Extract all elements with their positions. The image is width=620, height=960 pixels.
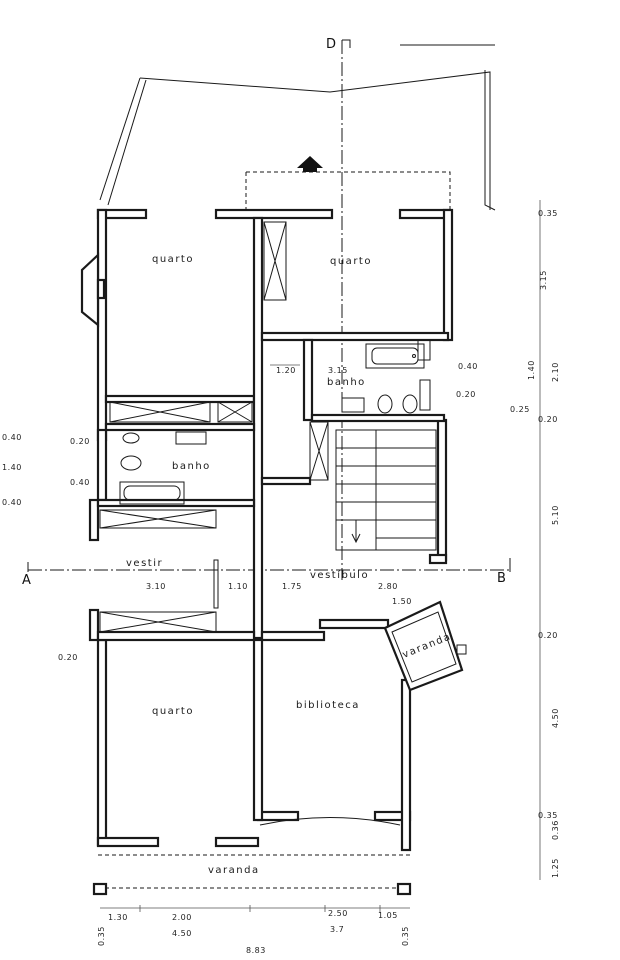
dim-far-040: 0.40: [2, 433, 22, 442]
dim-175: 1.75: [282, 582, 302, 591]
dim-b-370: 3.7: [330, 925, 344, 934]
dim-040-bath: 0.40: [458, 362, 478, 371]
section-line-ab: [27, 558, 511, 572]
dim-b-250: 2.50: [328, 909, 348, 918]
room-label-quarto-bottom: quarto: [152, 706, 194, 717]
dim-120: 1.20: [276, 366, 296, 375]
side-varanda: [383, 600, 467, 692]
bathroom-fixtures: [119, 339, 431, 505]
dim-r-510: 5.10: [551, 505, 560, 525]
dim-280: 2.80: [378, 582, 398, 591]
room-label-varanda-bottom: varanda: [208, 865, 260, 876]
section-mark-a: A: [22, 573, 31, 588]
top-projection-outline: [99, 44, 496, 211]
dim-left-040: 0.40: [70, 478, 90, 487]
dim-315: 3.15: [328, 366, 348, 375]
room-label-banho-left: banho: [172, 461, 211, 472]
dim-left-020b: 0.20: [58, 653, 78, 662]
dim-far-040b: 0.40: [2, 498, 22, 507]
dim-b-200: 2.00: [172, 913, 192, 922]
wardrobes: [99, 221, 329, 633]
room-label-quarto-top-right: quarto: [330, 256, 372, 267]
north-arrow-icon: [297, 156, 323, 172]
dim-far-140: 1.40: [2, 463, 22, 472]
dim-020-bath: 0.20: [456, 390, 476, 399]
dim-b-105: 1.05: [378, 911, 398, 920]
dim-r-315: 3.15: [539, 270, 548, 290]
dim-r-036: 0.36: [551, 820, 560, 840]
section-line-d: [341, 39, 351, 580]
dim-b-450: 4.50: [172, 929, 192, 938]
dim-b-883: 8.83: [246, 946, 266, 955]
dim-r-035b: 0.35: [538, 811, 558, 820]
section-mark-b: B: [497, 571, 506, 586]
dim-r-020b: 0.20: [538, 631, 558, 640]
dim-b-130: 1.30: [108, 913, 128, 922]
dim-r-140: 1.40: [527, 360, 536, 380]
dim-b-035a: 0.35: [97, 926, 106, 946]
dim-r-210: 2.10: [551, 362, 560, 382]
dim-left-020a: 0.20: [70, 437, 90, 446]
bottom-balcony: [92, 817, 412, 896]
dimension-lines: [100, 200, 541, 912]
room-label-banho-top: banho: [327, 377, 366, 388]
dim-310: 3.10: [146, 582, 166, 591]
dim-r-125: 1.25: [551, 858, 560, 878]
dim-r-020: 0.20: [538, 415, 558, 424]
dim-b-035b: 0.35: [401, 926, 410, 946]
staircase: [335, 429, 437, 551]
exterior-walls: [80, 208, 454, 852]
dim-r-035: 0.35: [538, 209, 558, 218]
room-label-vestir: vestir: [126, 558, 163, 569]
room-label-biblioteca: biblioteca: [296, 700, 360, 711]
dim-r-025: 0.25: [510, 405, 530, 414]
dim-r-450: 4.50: [551, 708, 560, 728]
room-label-vestibulo: vestíbulo: [310, 569, 369, 581]
room-label-quarto-top-left: quarto: [152, 254, 194, 265]
interior-walls: [96, 216, 450, 822]
section-mark-d: D: [326, 37, 336, 52]
dim-110: 1.10: [228, 582, 248, 591]
dim-150: 1.50: [392, 597, 412, 606]
